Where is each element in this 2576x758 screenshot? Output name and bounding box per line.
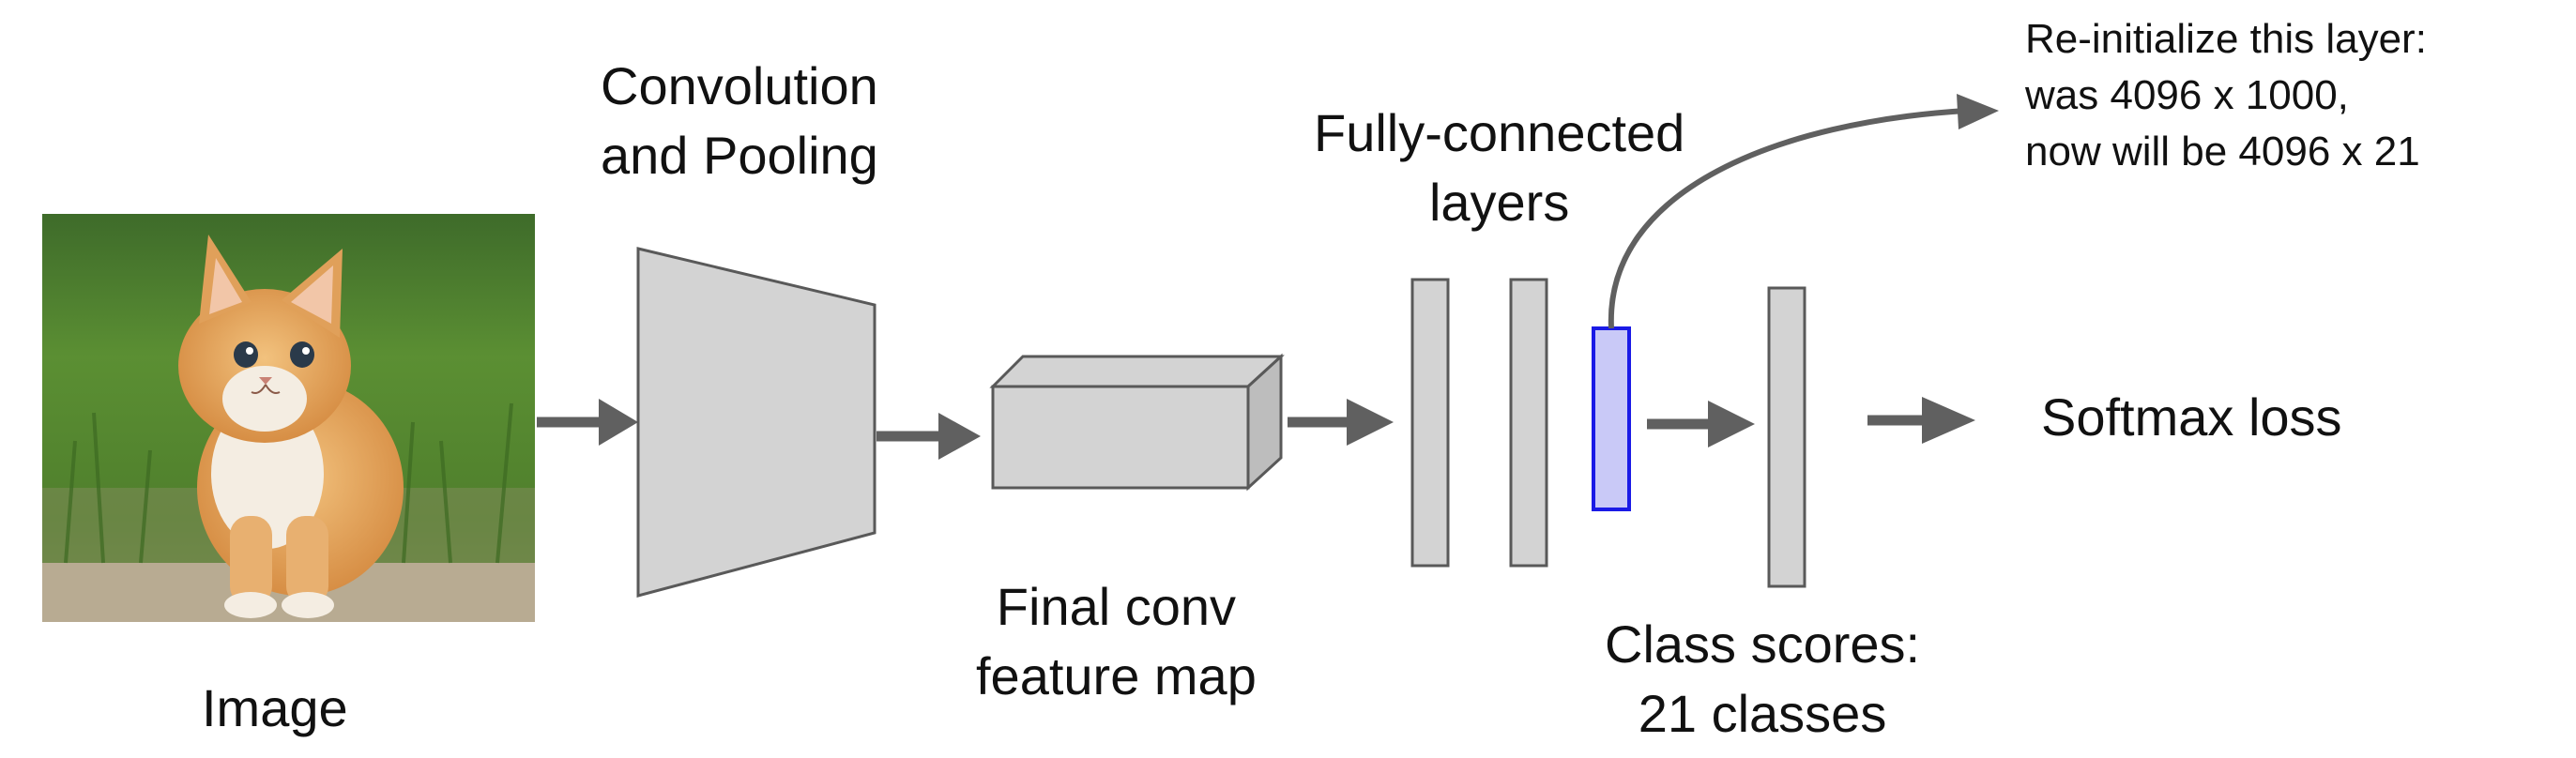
- label-conv-pool-line2: and Pooling: [601, 126, 878, 185]
- label-fc-layers-line1: Fully-connected: [1314, 103, 1685, 162]
- feature-map-block: [989, 353, 1285, 492]
- fc-layer-3-reinit: [1592, 326, 1631, 511]
- arrow-head-5: [1922, 397, 1975, 444]
- fc-layer-2: [1509, 278, 1548, 568]
- arrow-head-1: [599, 399, 638, 446]
- label-feature-map-line2: feature map: [976, 646, 1257, 705]
- label-class-scores: Class scores: 21 classes: [1605, 610, 1920, 749]
- reinit-note: Re-initialize this layer: was 4096 x 100…: [2025, 11, 2427, 180]
- label-class-scores-line1: Class scores:: [1605, 614, 1921, 674]
- arrow-head-3: [1347, 399, 1394, 446]
- reinit-curve-arrow: [1608, 108, 1967, 329]
- reinit-note-line3: now will be 4096 x 21: [2025, 129, 2420, 174]
- label-conv-pool-line1: Convolution: [601, 56, 878, 115]
- label-feature-map-line1: Final conv: [996, 577, 1237, 636]
- arrow-head-2: [938, 413, 981, 460]
- arrow-head-4: [1708, 401, 1755, 447]
- label-fc-layers-line2: layers: [1428, 173, 1570, 232]
- label-feature-map: Final conv feature map: [976, 572, 1257, 711]
- arrow-head-curve: [1957, 94, 1999, 129]
- reinit-note-line2: was 4096 x 1000,: [2025, 72, 2349, 118]
- label-class-scores-line2: 21 classes: [1638, 684, 1887, 743]
- conv-pool-block: [636, 247, 876, 598]
- label-softmax: Softmax loss: [2041, 387, 2342, 447]
- fc-layer-1: [1410, 278, 1450, 568]
- label-conv-pool: Convolution and Pooling: [601, 52, 878, 190]
- reinit-note-line1: Re-initialize this layer:: [2025, 16, 2427, 62]
- label-fc-layers: Fully-connected layers: [1314, 99, 1684, 237]
- label-image: Image: [202, 678, 348, 737]
- kitten-image: [42, 214, 535, 622]
- class-scores-layer: [1767, 286, 1806, 588]
